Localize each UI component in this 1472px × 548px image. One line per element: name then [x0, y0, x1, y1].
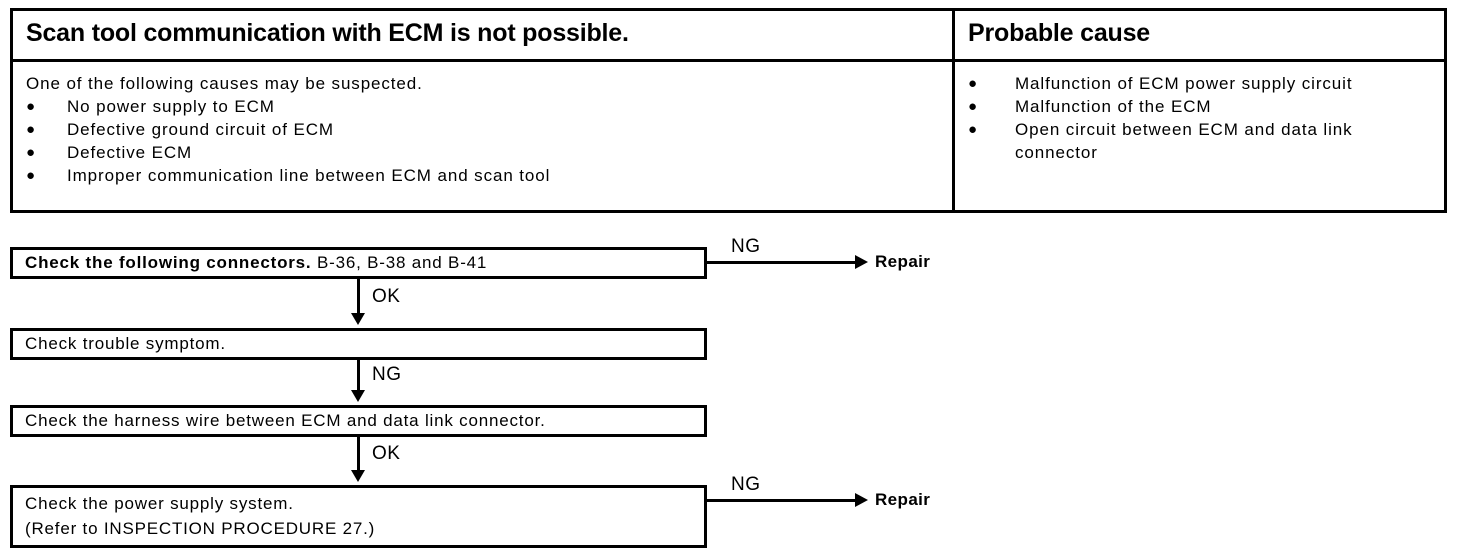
list-item-label-wrap: connector	[1015, 143, 1098, 162]
list-item-label: Defective ground circuit of ECM	[67, 120, 334, 139]
bullet-icon: ●	[968, 75, 978, 92]
list-item: ● Defective ground circuit of ECM	[26, 118, 952, 141]
list-item-label: Defective ECM	[67, 143, 193, 162]
flowchart-step-1-text-rest: B-36, B-38 and B-41	[311, 253, 488, 272]
bullet-icon: ●	[968, 98, 978, 115]
list-item: ● Open circuit between ECM and data link…	[968, 118, 1444, 164]
branch-line-2	[707, 499, 857, 502]
symptom-intro-text: One of the following causes may be suspe…	[26, 74, 423, 93]
probable-cause-body-cell: ● Malfunction of ECM power supply circui…	[955, 62, 1444, 210]
symptom-title: Scan tool communication with ECM is not …	[26, 19, 629, 47]
branch-result-repair-1: Repair	[875, 252, 931, 271]
connector-line-2	[357, 360, 360, 394]
flowchart-step-4: Check the power supply system. (Refer to…	[10, 485, 707, 548]
flowchart-step-3: Check the harness wire between ECM and d…	[10, 405, 707, 437]
probable-cause-bullet-list: ● Malfunction of ECM power supply circui…	[968, 72, 1444, 164]
branch-label-ng-1: NG	[731, 236, 761, 257]
bullet-icon: ●	[26, 98, 36, 115]
probable-cause-header-cell: Probable cause	[955, 11, 1444, 59]
list-item-label: Malfunction of ECM power supply circuit	[1015, 74, 1353, 93]
flowchart-step-1-text: Check the following connectors. B-36, B-…	[13, 250, 704, 276]
arrow-down-icon-1	[351, 313, 365, 325]
arrow-right-icon-1	[855, 255, 868, 269]
arrow-down-icon-3	[351, 470, 365, 482]
bullet-icon: ●	[26, 144, 36, 161]
list-item: ● Improper communication line between EC…	[26, 164, 952, 187]
connector-label-ok-2: OK	[372, 443, 401, 464]
table-body-row: One of the following causes may be suspe…	[13, 62, 1444, 210]
flowchart-step-3-text: Check the harness wire between ECM and d…	[25, 411, 546, 430]
flowchart-step-4-line2: (Refer to INSPECTION PROCEDURE 27.)	[25, 519, 376, 538]
arrow-right-icon-2	[855, 493, 868, 507]
connector-label-ok-1: OK	[372, 286, 401, 307]
arrow-down-icon-2	[351, 390, 365, 402]
list-item: ● No power supply to ECM	[26, 95, 952, 118]
flowchart-step-2-text: Check trouble symptom.	[25, 334, 226, 353]
connector-line-1	[357, 279, 360, 317]
table-header-row: Scan tool communication with ECM is not …	[13, 11, 1444, 62]
list-item: ● Defective ECM	[26, 141, 952, 164]
probable-cause-title: Probable cause	[968, 19, 1151, 47]
branch-line-1	[707, 261, 857, 264]
list-item: ● Malfunction of the ECM	[968, 95, 1444, 118]
symptom-body-cell: One of the following causes may be suspe…	[13, 62, 955, 210]
flowchart-step-1: Check the following connectors. B-36, B-…	[10, 247, 707, 279]
symptom-header-cell: Scan tool communication with ECM is not …	[13, 11, 955, 59]
flowchart-step-1-text-bold: Check the following connectors.	[25, 253, 312, 272]
list-item: ● Malfunction of ECM power supply circui…	[968, 72, 1444, 95]
symptom-bullet-list: ● No power supply to ECM ● Defective gro…	[26, 95, 952, 187]
flowchart-step-4-line1: Check the power supply system.	[25, 494, 294, 513]
branch-result-repair-2: Repair	[875, 490, 931, 509]
list-item-label: Open circuit between ECM and data link	[1015, 120, 1353, 139]
symptom-probable-cause-table: Scan tool communication with ECM is not …	[10, 8, 1447, 213]
list-item-label: Improper communication line between ECM …	[67, 166, 551, 185]
connector-line-3	[357, 437, 360, 474]
flowchart-step-2: Check trouble symptom.	[10, 328, 707, 360]
bullet-icon: ●	[968, 121, 978, 138]
list-item-label: Malfunction of the ECM	[1015, 97, 1212, 116]
branch-label-ng-2: NG	[731, 474, 761, 495]
flowchart-step-4-text: Check the power supply system. (Refer to…	[13, 488, 704, 541]
connector-label-ng-1: NG	[372, 364, 402, 385]
bullet-icon: ●	[26, 167, 36, 184]
list-item-label: No power supply to ECM	[67, 97, 275, 116]
bullet-icon: ●	[26, 121, 36, 138]
